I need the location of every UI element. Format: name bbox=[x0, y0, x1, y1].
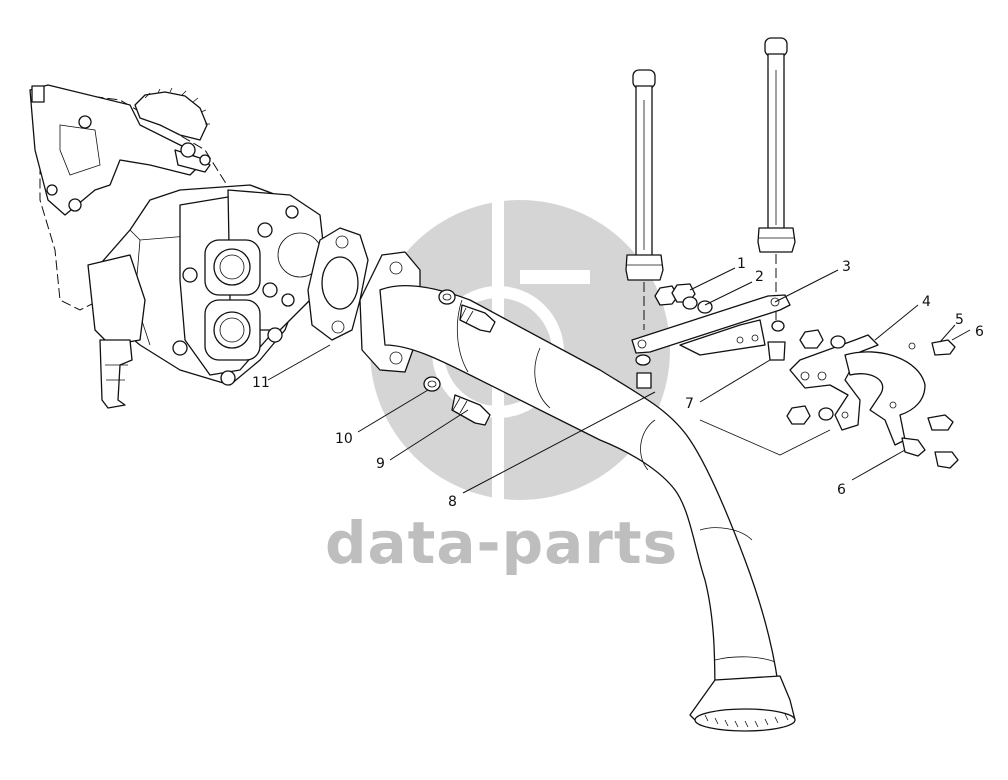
callout-4: 4 bbox=[922, 294, 931, 310]
callout-5: 5 bbox=[955, 312, 964, 328]
callout-8: 8 bbox=[448, 494, 457, 510]
watermark-text: data-parts bbox=[325, 509, 678, 577]
suction-pipe-part-8 bbox=[359, 251, 796, 732]
tube-left bbox=[625, 69, 664, 330]
callout-7: 7 bbox=[685, 396, 694, 412]
tube-right bbox=[757, 37, 796, 320]
callout-2: 2 bbox=[755, 269, 764, 285]
callout-labels: 1 2 3 4 5 6 6 7 8 9 10 11 bbox=[252, 256, 984, 510]
gasket-part-11 bbox=[307, 227, 369, 341]
clamp-part-4 bbox=[699, 329, 959, 469]
nuts-washers-1-2 bbox=[654, 283, 713, 314]
callout-3: 3 bbox=[842, 259, 851, 275]
flange-bolts bbox=[423, 289, 496, 426]
callout-10: 10 bbox=[335, 431, 353, 447]
bracket-part-3 bbox=[631, 294, 791, 389]
callout-11: 11 bbox=[252, 375, 270, 391]
callout-9: 9 bbox=[376, 456, 385, 472]
callout-6-top: 6 bbox=[975, 324, 984, 340]
callout-6-bottom: 6 bbox=[837, 482, 846, 498]
oil-pump-assembly bbox=[29, 84, 326, 409]
callout-1: 1 bbox=[737, 256, 746, 272]
leader-lines bbox=[267, 267, 971, 494]
